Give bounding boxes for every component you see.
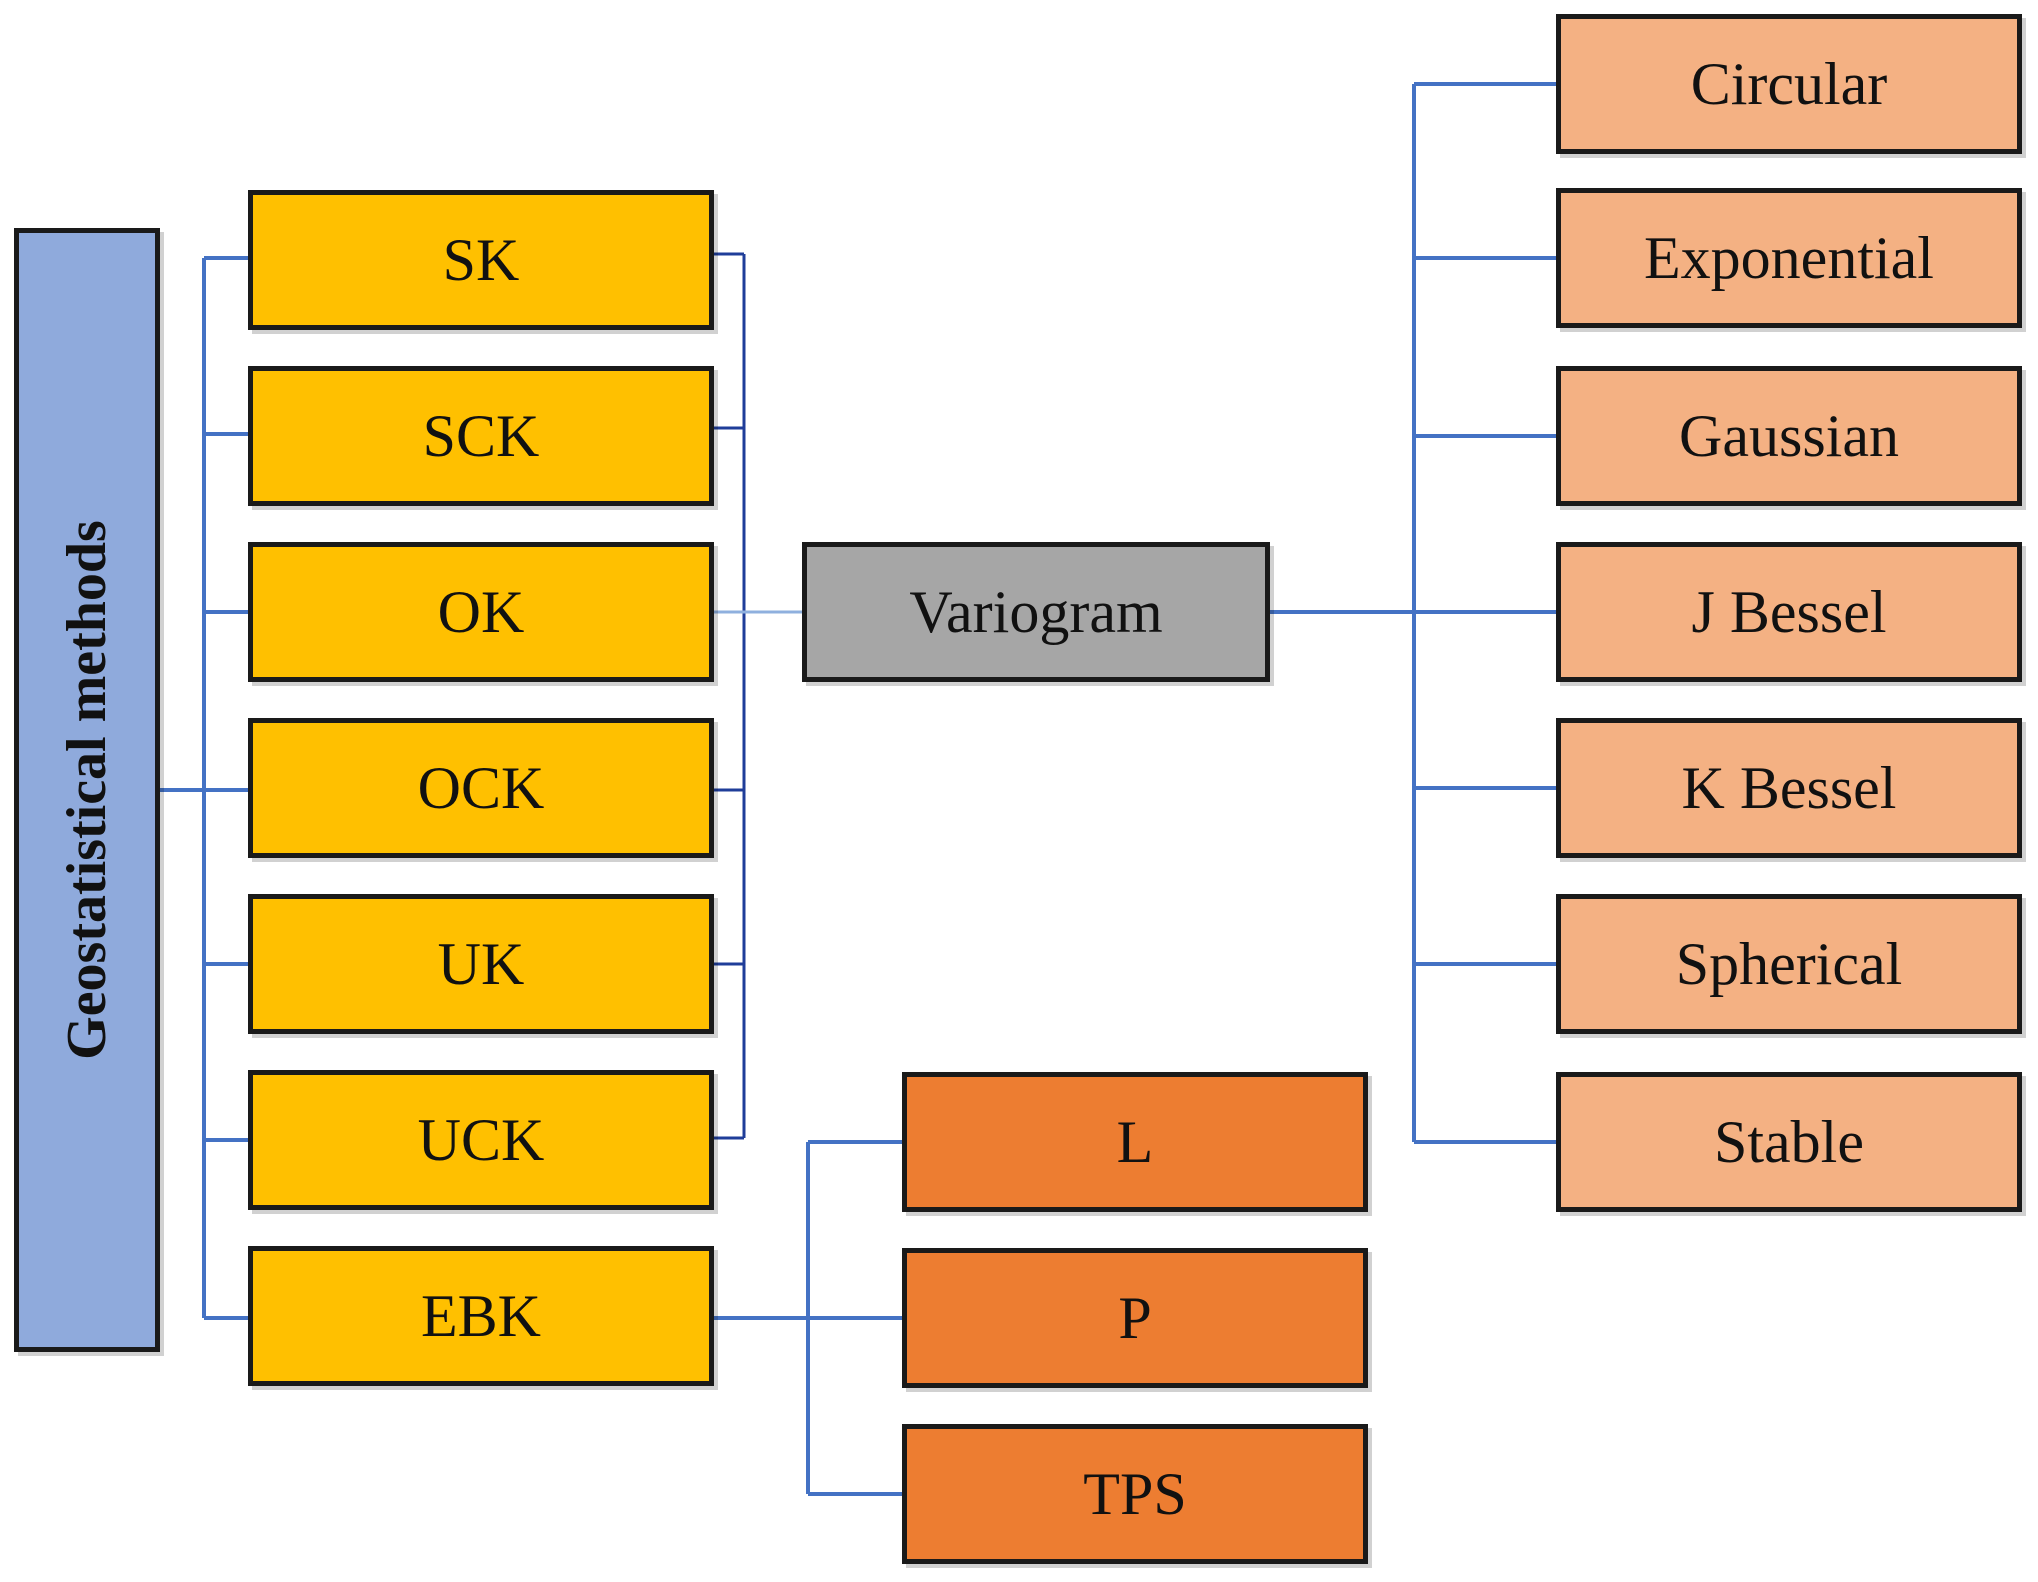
ebk-option-tps: TPS xyxy=(902,1424,1368,1564)
model-label: K Bessel xyxy=(1681,754,1897,821)
method-label: UK xyxy=(437,930,525,997)
method-node-uck: UCK xyxy=(248,1070,714,1210)
method-node-uk: UK xyxy=(248,894,714,1034)
method-label: OCK xyxy=(417,754,545,821)
model-label: Circular xyxy=(1690,50,1888,117)
model-label: Stable xyxy=(1714,1108,1864,1175)
method-node-sck: SCK xyxy=(248,366,714,506)
model-label: Spherical xyxy=(1675,930,1903,997)
variogram-model-exponential: Exponential xyxy=(1556,188,2022,328)
ebk-option-l: L xyxy=(902,1072,1368,1212)
variogram-model-spherical: Spherical xyxy=(1556,894,2022,1034)
variogram-model-circular: Circular xyxy=(1556,14,2022,154)
root-label: Geostatistical methods xyxy=(56,520,118,1060)
variogram-model-k-bessel: K Bessel xyxy=(1556,718,2022,858)
variogram-model-gaussian: Gaussian xyxy=(1556,366,2022,506)
ebk-option-label: P xyxy=(1118,1284,1152,1351)
model-label: Exponential xyxy=(1644,224,1934,291)
method-label: UCK xyxy=(417,1106,545,1173)
root-to-methods-connectors xyxy=(160,256,248,1320)
method-label: SCK xyxy=(422,402,540,469)
ebk-option-p: P xyxy=(902,1248,1368,1388)
model-label: J Bessel xyxy=(1691,578,1887,645)
variogram-node: Variogram xyxy=(802,542,1270,682)
ebk-to-options-connectors xyxy=(714,1140,902,1496)
variogram-model-stable: Stable xyxy=(1556,1072,2022,1212)
method-label: EBK xyxy=(421,1282,541,1349)
model-label: Gaussian xyxy=(1679,402,1899,469)
method-node-ok: OK xyxy=(248,542,714,682)
variogram-model-j-bessel: J Bessel xyxy=(1556,542,2022,682)
variogram-to-models-connectors xyxy=(1270,82,1556,1144)
ebk-option-label: L xyxy=(1116,1108,1154,1175)
variogram-label: Variogram xyxy=(909,578,1163,645)
ebk-option-label: TPS xyxy=(1083,1460,1187,1527)
method-node-ock: OCK xyxy=(248,718,714,858)
method-label: OK xyxy=(437,578,525,645)
method-node-ebk: EBK xyxy=(248,1246,714,1386)
method-label: SK xyxy=(442,226,520,293)
methods-to-variogram-connectors xyxy=(714,252,802,1140)
root-node: Geostatistical methods xyxy=(14,228,160,1352)
method-node-sk: SK xyxy=(248,190,714,330)
